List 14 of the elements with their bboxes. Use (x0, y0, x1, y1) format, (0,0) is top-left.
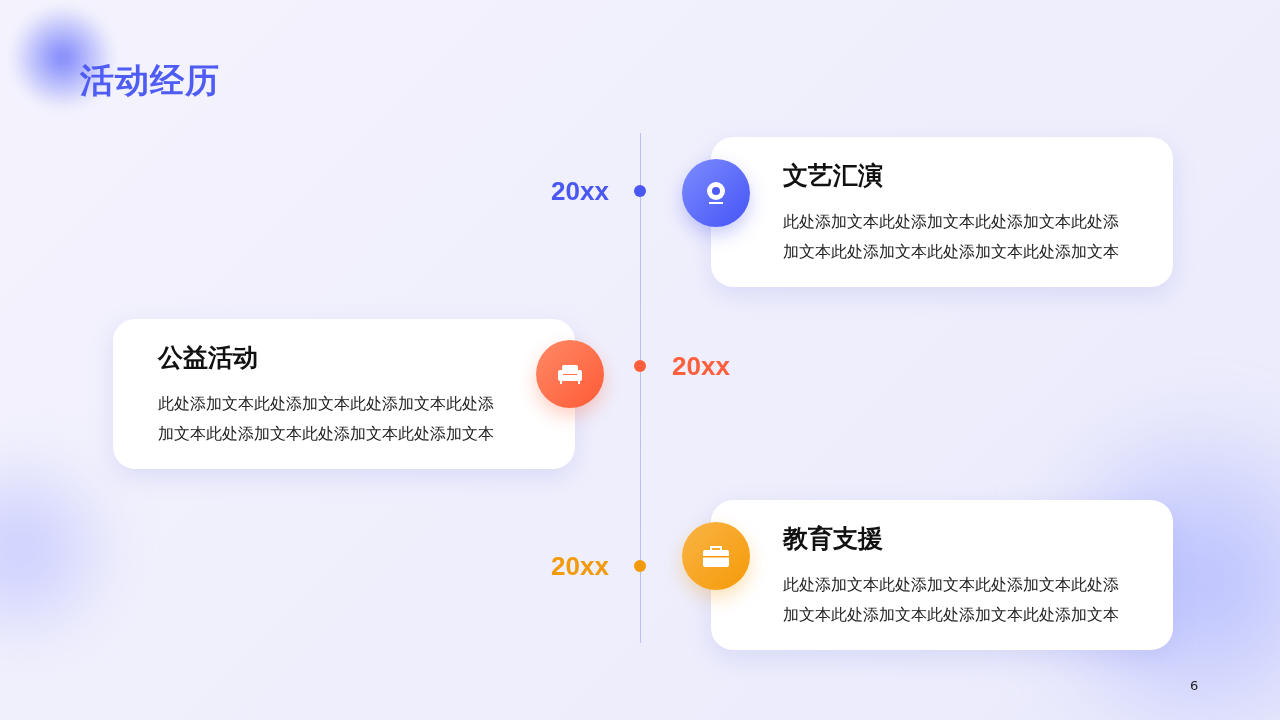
card-heading: 公益活动 (158, 342, 258, 374)
year-label: 20xx (672, 351, 730, 381)
event-card (113, 319, 575, 469)
year-label: 20xx (551, 551, 609, 581)
card-description: 此处添加文本此处添加文本此处添加文本此处添加文本此处添加文本此处添加文本此处添加文本 (783, 575, 1120, 626)
event-card (711, 137, 1173, 287)
card-description: 此处添加文本此处添加文本此处添加文本此处添加文本此处添加文本此处添加文本此处添加文本 (783, 212, 1120, 263)
event-card (711, 500, 1173, 650)
year-label: 20xx (551, 176, 609, 206)
card-description: 此处添加文本此处添加文本此处添加文本此处添加文本此处添加文本此处添加文本此处添加文本 (158, 394, 495, 445)
page-number: 6 (1190, 678, 1199, 693)
card-heading: 教育支援 (783, 523, 883, 555)
card-heading: 文艺汇演 (783, 160, 883, 192)
slide-title: 活动经历 (80, 59, 220, 102)
